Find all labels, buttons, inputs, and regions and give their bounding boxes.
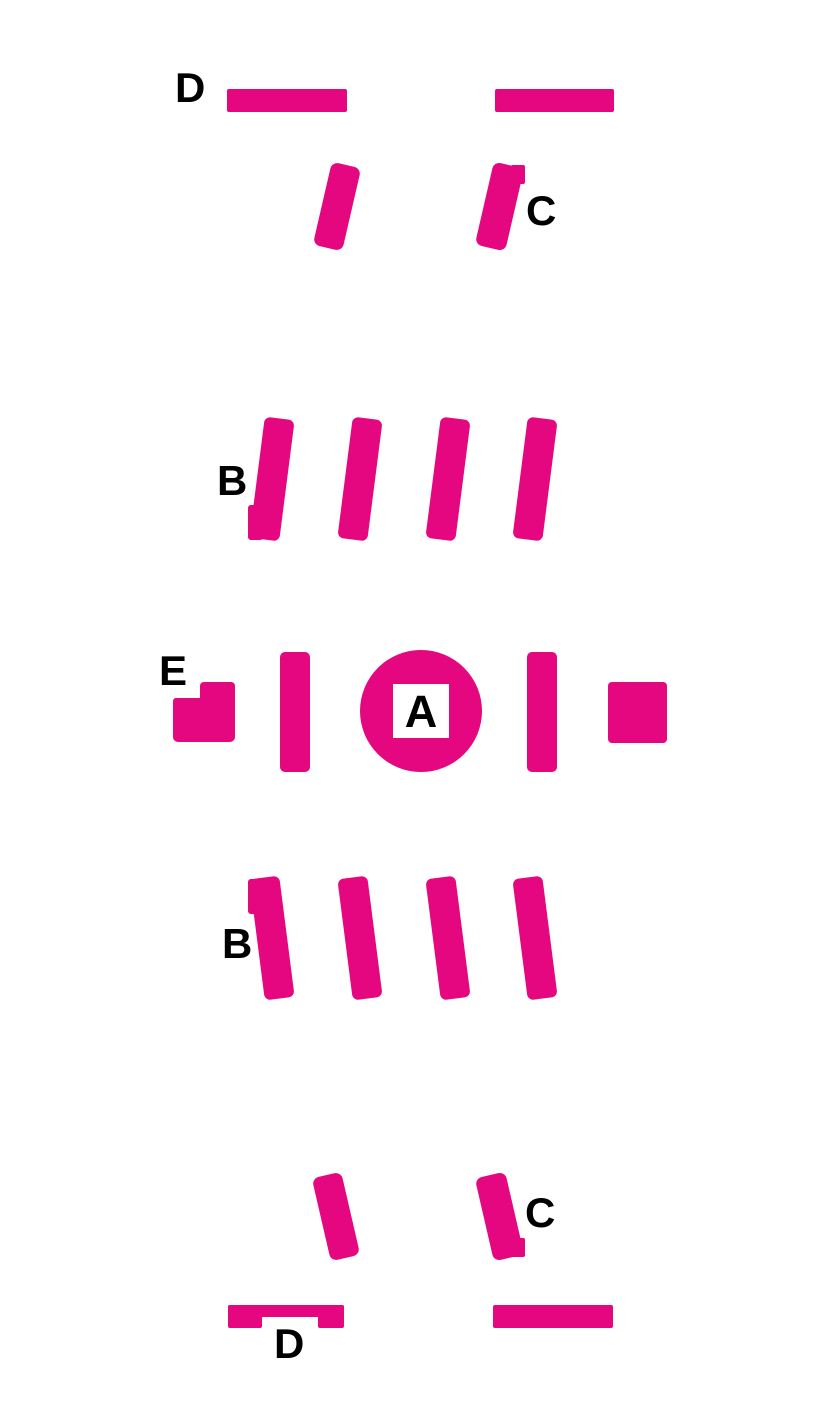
side-square-right [608,682,667,743]
c-stripe-bottom-left [311,1171,361,1262]
label-c-top: C [526,187,557,234]
label-d-top: D [175,64,206,111]
c-notch-bottom [511,1238,525,1257]
d-bar-bottom-left-end-right [318,1305,344,1328]
flank-bar-right [527,652,557,772]
d-bar-bottom-left-end-left [228,1305,262,1328]
label-b-top: B [217,457,248,504]
c-stripe-top-left [312,161,362,252]
d-bar-top-left [227,89,347,112]
d-bar-top-right [495,89,614,112]
b-stripe-bottom-3 [425,875,471,1001]
b-stripe-top-3 [425,416,471,542]
b-stripe-top-4 [512,416,558,542]
center-square-hole: A [393,684,449,738]
label-c-bottom: C [525,1189,556,1236]
label-d-bottom: D [274,1320,305,1367]
d-bar-bottom-right [493,1305,613,1328]
label-e: E [159,647,188,694]
b-notch-top [248,505,263,540]
label-a: A [404,685,438,737]
b-stripe-top-2 [337,416,383,542]
b-stripe-bottom-4 [512,875,558,1001]
e-square-main [173,698,235,742]
c-notch-top [511,165,525,184]
b-stripe-bottom-2 [337,875,383,1001]
b-notch-bottom [248,879,264,914]
label-b-bottom: B [222,920,253,967]
flank-bar-left [280,652,310,772]
